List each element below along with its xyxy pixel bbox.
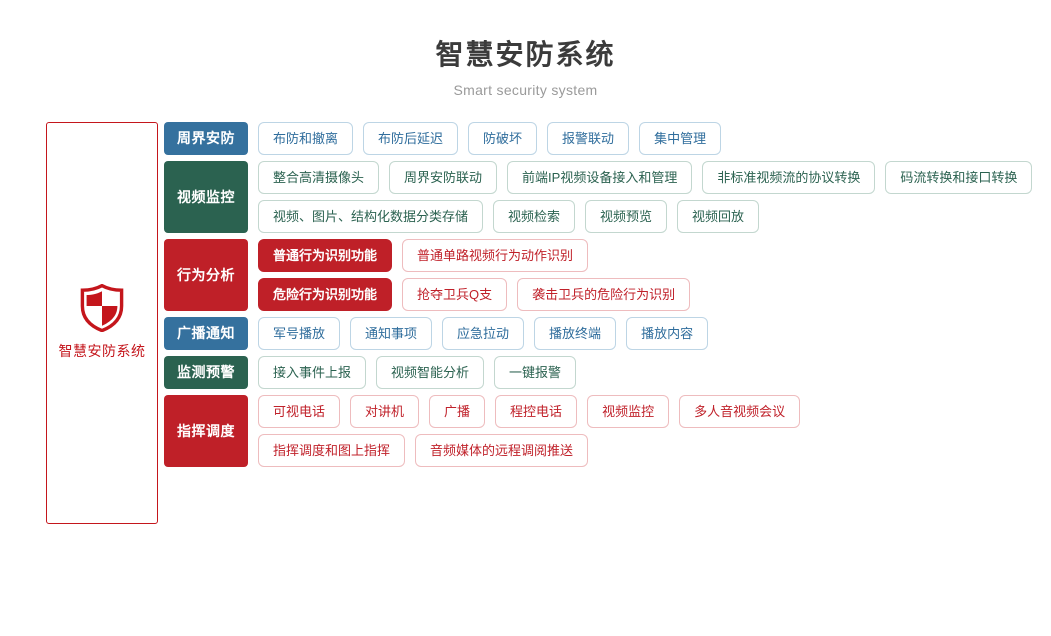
feature-pill[interactable]: 视频智能分析 [376, 355, 485, 389]
category-items: 整合高清摄像头周界安防联动前端IP视频设备接入和管理非标准视频流的协议转换码流转… [258, 160, 1051, 233]
category-row: 监测预警接入事件上报视频智能分析一键报警 [164, 355, 1051, 389]
shield-icon [80, 284, 124, 333]
feature-pill[interactable]: 袭击卫兵的危险行为识别 [517, 277, 691, 311]
category-row: 广播通知军号播放通知事项应急拉动播放终端播放内容 [164, 316, 1051, 350]
feature-pill[interactable]: 军号播放 [258, 316, 341, 350]
feature-pill[interactable]: 普通单路视频行为动作识别 [402, 238, 589, 272]
category-items: 接入事件上报视频智能分析一键报警 [258, 355, 1051, 389]
feature-pill[interactable]: 整合高清摄像头 [258, 160, 380, 194]
feature-pill[interactable]: 危险行为识别功能 [258, 277, 393, 311]
category-row: 周界安防布防和撤离布防后延迟防破坏报警联动集中管理 [164, 121, 1051, 155]
category-row: 指挥调度可视电话对讲机广播程控电话视频监控多人音视频会议指挥调度和图上指挥音频媒… [164, 394, 1051, 467]
feature-pill[interactable]: 一键报警 [494, 355, 577, 389]
feature-pill[interactable]: 视频监控 [587, 394, 670, 428]
item-line: 整合高清摄像头周界安防联动前端IP视频设备接入和管理非标准视频流的协议转换码流转… [258, 160, 1051, 194]
feature-pill[interactable]: 播放终端 [534, 316, 617, 350]
page-header: 智慧安防系统 Smart security system [0, 0, 1051, 98]
diagram-body: 智慧安防系统 周界安防布防和撤离布防后延迟防破坏报警联动集中管理视频监控整合高清… [0, 121, 1051, 524]
category-row: 行为分析普通行为识别功能普通单路视频行为动作识别危险行为识别功能抢夺卫兵Q支袭击… [164, 238, 1051, 311]
feature-pill[interactable]: 抢夺卫兵Q支 [402, 277, 508, 311]
feature-pill[interactable]: 可视电话 [258, 394, 341, 428]
category-label-6[interactable]: 指挥调度 [164, 394, 248, 467]
category-items: 普通行为识别功能普通单路视频行为动作识别危险行为识别功能抢夺卫兵Q支袭击卫兵的危… [258, 238, 1051, 311]
item-line: 视频、图片、结构化数据分类存储视频检索视频预览视频回放 [258, 199, 1051, 233]
item-line: 可视电话对讲机广播程控电话视频监控多人音视频会议 [258, 394, 1051, 428]
category-items: 布防和撤离布防后延迟防破坏报警联动集中管理 [258, 121, 1051, 155]
feature-pill[interactable]: 通知事项 [350, 316, 433, 350]
page-subtitle: Smart security system [453, 81, 598, 98]
feature-pill[interactable]: 周界安防联动 [389, 160, 498, 194]
item-line: 危险行为识别功能抢夺卫兵Q支袭击卫兵的危险行为识别 [258, 277, 1051, 311]
feature-pill[interactable]: 布防后延迟 [363, 121, 459, 155]
feature-pill[interactable]: 报警联动 [547, 121, 630, 155]
feature-pill[interactable]: 视频预览 [585, 199, 668, 233]
item-line: 普通行为识别功能普通单路视频行为动作识别 [258, 238, 1051, 272]
brand-label: 智慧安防系统 [58, 343, 146, 360]
brand-panel: 智慧安防系统 [46, 121, 158, 524]
item-line: 指挥调度和图上指挥音频媒体的远程调阅推送 [258, 433, 1051, 467]
category-items: 可视电话对讲机广播程控电话视频监控多人音视频会议指挥调度和图上指挥音频媒体的远程… [258, 394, 1051, 467]
feature-pill[interactable]: 多人音视频会议 [679, 394, 801, 428]
item-line: 军号播放通知事项应急拉动播放终端播放内容 [258, 316, 1051, 350]
feature-pill[interactable]: 非标准视频流的协议转换 [702, 160, 876, 194]
feature-pill[interactable]: 防破坏 [468, 121, 538, 155]
feature-pill[interactable]: 普通行为识别功能 [258, 238, 393, 272]
feature-pill[interactable]: 布防和撤离 [258, 121, 354, 155]
feature-pill[interactable]: 码流转换和接口转换 [885, 160, 1033, 194]
category-rows: 周界安防布防和撤离布防后延迟防破坏报警联动集中管理视频监控整合高清摄像头周界安防… [164, 121, 1051, 524]
feature-pill[interactable]: 程控电话 [495, 394, 578, 428]
category-label-1[interactable]: 周界安防 [164, 121, 248, 155]
category-label-2[interactable]: 视频监控 [164, 160, 248, 233]
category-label-5[interactable]: 监测预警 [164, 355, 248, 389]
page-title: 智慧安防系统 [435, 39, 616, 70]
item-line: 布防和撤离布防后延迟防破坏报警联动集中管理 [258, 121, 1051, 155]
category-items: 军号播放通知事项应急拉动播放终端播放内容 [258, 316, 1051, 350]
feature-pill[interactable]: 对讲机 [350, 394, 420, 428]
category-label-3[interactable]: 行为分析 [164, 238, 248, 311]
feature-pill[interactable]: 接入事件上报 [258, 355, 367, 389]
feature-pill[interactable]: 视频回放 [677, 199, 760, 233]
feature-pill[interactable]: 指挥调度和图上指挥 [258, 433, 406, 467]
feature-pill[interactable]: 视频、图片、结构化数据分类存储 [258, 199, 484, 233]
feature-pill[interactable]: 播放内容 [626, 316, 709, 350]
category-label-4[interactable]: 广播通知 [164, 316, 248, 350]
feature-pill[interactable]: 应急拉动 [442, 316, 525, 350]
feature-pill[interactable]: 集中管理 [639, 121, 722, 155]
feature-pill[interactable]: 音频媒体的远程调阅推送 [415, 433, 589, 467]
feature-pill[interactable]: 视频检索 [493, 199, 576, 233]
item-line: 接入事件上报视频智能分析一键报警 [258, 355, 1051, 389]
feature-pill[interactable]: 前端IP视频设备接入和管理 [507, 160, 693, 194]
feature-pill[interactable]: 广播 [429, 394, 486, 428]
category-row: 视频监控整合高清摄像头周界安防联动前端IP视频设备接入和管理非标准视频流的协议转… [164, 160, 1051, 233]
